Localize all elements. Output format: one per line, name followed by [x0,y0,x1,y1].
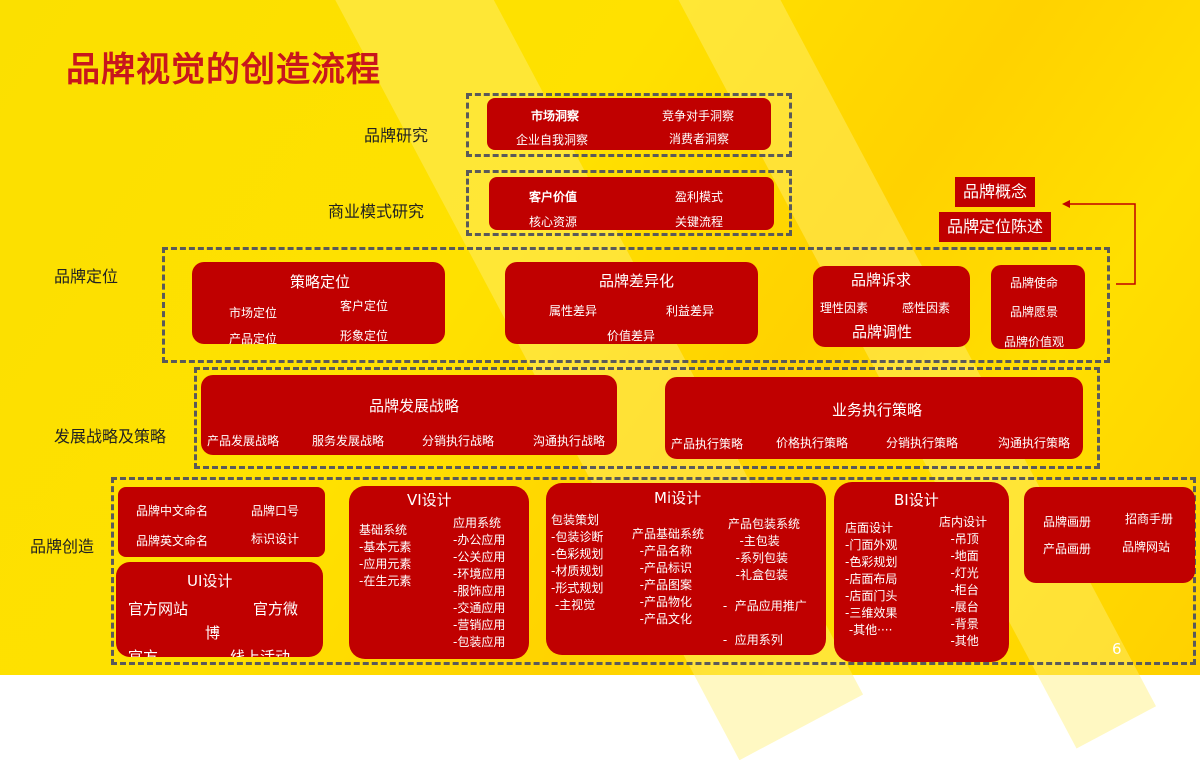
box-title: UI设计 [187,572,233,590]
mi-packaging-plan: 包装策划 -包装诊断 -色彩规划 -材质规划 -形式规划 -主视觉 [551,513,604,612]
box-title: VI设计 [407,491,452,509]
box-item: 价值差异 [607,329,656,343]
box-title: BI设计 [894,491,939,509]
positioning-frame [162,247,1110,363]
brand-differentiation-box: 品牌差异化 属性差异 利益差异 价值差异 [505,262,758,344]
business-item: 盈利模式 [675,190,724,204]
slide-title: 品牌视觉的创造流程 [66,50,381,90]
box-item: 品牌价值观 [1004,335,1065,349]
box-item: 服务发展战略 [312,434,385,448]
research-item: 竞争对手洞察 [662,109,735,123]
brand-concept-tag: 品牌概念 [955,177,1036,207]
box-item: 沟通执行策略 [998,436,1071,450]
research-item: 市场洞察 [531,109,580,123]
box-item: 属性差异 [549,304,598,318]
bi-store-interior: 店内设计 -吊顶 -地面 -灯光 -柜台 -展台 -背景 -其他 [939,515,988,648]
feedback-arrow [1062,200,1136,285]
mi-product-basic: 产品基础系统 -产品名称 -产品标识 -产品图案 -产品物化 -产品文化 [632,527,705,626]
research-box: 市场洞察 竞争对手洞察 企业自我洞察 消费者洞察 [487,98,771,150]
box-item: 客户定位 [340,299,389,313]
strategy-positioning-box: 策略定位 市场定位 客户定位 产品定位 形象定位 [192,262,445,346]
box-item: 产品执行策略 [671,437,744,451]
box-item: 感性因素 [902,301,951,315]
box-item: 博 [205,624,221,642]
vi-application-system: 应用系统 -办公应用 -公关应用 -环境应用 -服饰应用 -交通应用 -营销应用… [453,516,506,649]
box-item: 利益差异 [666,304,715,318]
box-item: 品牌愿景 [1010,305,1059,319]
box-item: 形象定位 [340,329,389,343]
box-item: 官方 [128,648,159,657]
business-item: 关键流程 [675,215,724,229]
box-item: 分销执行策略 [886,436,959,450]
brand-statement-tag: 品牌定位陈述 [939,212,1052,242]
research-item: 企业自我洞察 [516,133,589,147]
media-box: 品牌画册 招商手册 产品画册 品牌网站 [1024,487,1195,583]
mi-application: - 产品应用推广 - 应用系列 [722,599,807,647]
row-label-strategy: 发展战略及策略 [54,427,167,446]
brand-mission-box: 品牌使命 品牌愿景 品牌价值观 [991,265,1085,349]
ui-design-box: UI设计 官方网站 官方微 博 官方 线上活动 [116,562,323,657]
box-title: 业务执行策略 [832,401,923,419]
box-item: 品牌调性 [852,323,913,341]
row-label-positioning: 品牌定位 [54,267,119,286]
row-label-business: 商业模式研究 [328,202,425,221]
box-item: 官方微 [253,600,299,618]
vi-basic-system: 基础系统 -基本元素 -应用元素 -在生元素 [359,523,412,588]
box-item: 标识设计 [251,532,300,546]
box-item: 产品画册 [1043,542,1092,556]
business-frame [466,170,792,236]
mi-design-box: Mi设计 包装策划 -包装诊断 -色彩规划 -材质规划 -形式规划 -主视觉 产… [546,483,826,655]
business-item: 客户价值 [529,190,578,204]
bi-store-exterior: 店面设计 -门面外观 -色彩规划 -店面布局 -店面门头 -三维效果 -其他··… [845,521,898,637]
box-item: 官方网站 [128,600,189,618]
box-item: 沟通执行战略 [533,434,606,448]
box-item: 产品定位 [229,332,278,346]
box-item: 品牌口号 [251,504,300,518]
row-label-creation: 品牌创造 [30,537,95,556]
box-item: 市场定位 [229,306,278,320]
naming-box: 品牌中文命名 品牌口号 品牌英文命名 标识设计 [118,487,325,557]
business-execution-box: 业务执行策略 产品执行策略 价格执行策略 分销执行策略 沟通执行策略 [665,377,1083,459]
box-item: 理性因素 [820,301,869,315]
research-item: 消费者洞察 [669,132,730,146]
strategy-frame [194,367,1100,469]
box-title: Mi设计 [654,489,702,507]
box-item: 招商手册 [1125,512,1174,526]
box-title: 品牌发展战略 [369,397,460,415]
box-item: 线上活动 [230,648,291,657]
business-item: 核心资源 [529,215,578,229]
box-item: 品牌使命 [1010,276,1059,290]
box-title: 品牌差异化 [599,272,675,290]
vi-design-box: VI设计 基础系统 -基本元素 -应用元素 -在生元素 应用系统 -办公应用 -… [349,486,529,659]
mi-product-packaging: 产品包装系统 -主包装 -系列包装 -礼盒包装 [728,517,801,582]
box-item: 品牌中文命名 [136,504,209,518]
brand-development-box: 品牌发展战略 产品发展战略 服务发展战略 分销执行战略 沟通执行战略 [201,375,617,455]
business-box: 客户价值 盈利模式 核心资源 关键流程 [489,177,774,230]
brand-appeal-box: 品牌诉求 理性因素 感性因素 品牌调性 [813,266,970,347]
box-item: 品牌英文命名 [136,534,209,548]
row-label-research: 品牌研究 [364,126,429,145]
box-title: 品牌诉求 [851,271,912,289]
box-item: 价格执行策略 [776,436,849,450]
research-frame [466,93,792,157]
box-item: 分销执行战略 [422,434,495,448]
box-title: 策略定位 [290,273,351,291]
box-item: 品牌画册 [1043,515,1092,529]
bi-design-box: BI设计 店面设计 -门面外观 -色彩规划 -店面布局 -店面门头 -三维效果 … [834,482,1009,662]
box-item: 产品发展战略 [207,434,280,448]
box-item: 品牌网站 [1122,540,1171,554]
page-number: 6 [1112,640,1122,658]
